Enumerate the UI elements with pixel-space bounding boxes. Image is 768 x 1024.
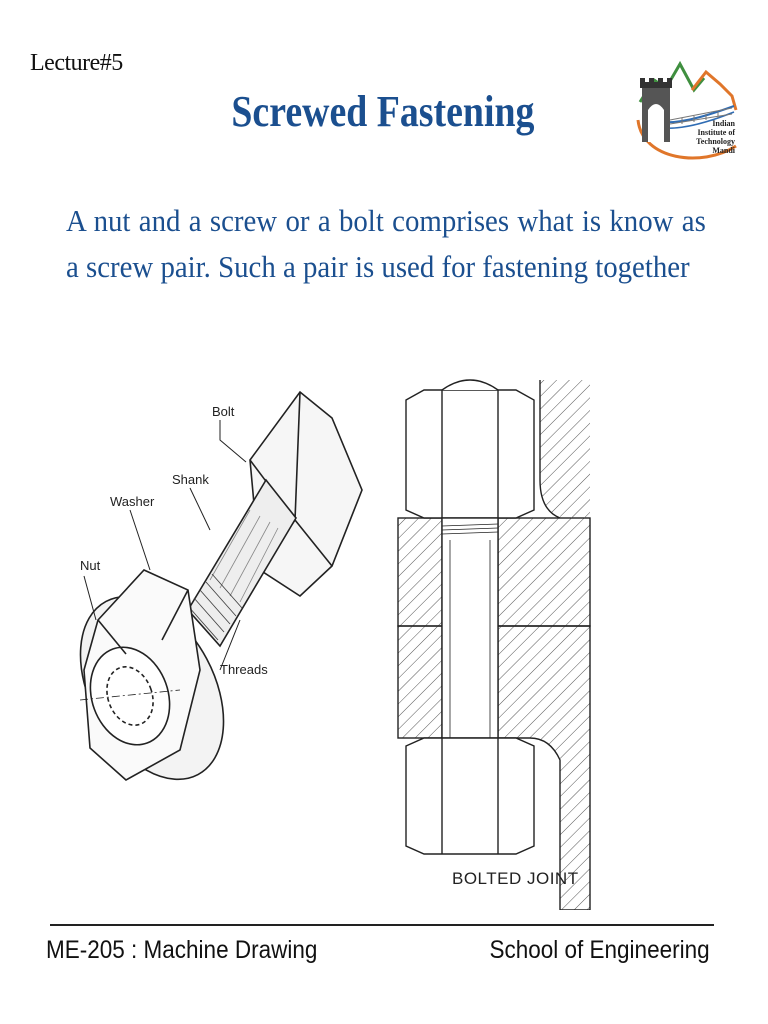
plate-lower-left <box>397 625 443 739</box>
figure-caption: BOLTED JOINT <box>452 869 579 888</box>
bolt-figure: Bolt Shank Washer Nut Threads <box>79 379 591 910</box>
logo-mountain-orange <box>690 69 738 111</box>
label-threads: Threads <box>220 662 268 677</box>
logo-gate <box>640 78 733 142</box>
label-shank: Shank <box>172 472 209 487</box>
footer-divider <box>50 924 714 926</box>
label-washer: Washer <box>110 494 155 509</box>
plate-lower-right <box>497 625 591 910</box>
footer-school: School of Engineering <box>489 936 710 964</box>
body-text: A nut and a screw or a bolt comprises wh… <box>66 203 706 284</box>
logo-text-4: Mandi <box>712 146 735 155</box>
label-bolt: Bolt <box>212 404 235 419</box>
bolted-joint-section <box>397 379 591 910</box>
logo-text-3: Technology <box>696 137 735 146</box>
logo-text-1: Indian <box>712 119 735 128</box>
bolt-threads <box>187 573 243 641</box>
isometric-bolt-drawing <box>79 390 363 781</box>
section-bolt-head <box>405 389 535 519</box>
label-nut: Nut <box>80 558 101 573</box>
lecture-label: Lecture#5 <box>30 50 123 76</box>
logo-arc-orange <box>636 119 737 160</box>
logo-text-2: Institute of <box>697 128 735 137</box>
plate-upper-right <box>497 517 591 627</box>
slide-title: Screwed Fastening <box>231 87 535 136</box>
bolt-shank <box>187 478 297 648</box>
footer-course: ME-205 : Machine Drawing <box>46 936 318 964</box>
iit-mandi-logo-icon: Indian Institute of Technology Mandi <box>636 60 738 160</box>
section-bolt-shank <box>441 517 499 739</box>
section-nut <box>405 737 535 855</box>
plate-upper-left <box>397 517 443 627</box>
